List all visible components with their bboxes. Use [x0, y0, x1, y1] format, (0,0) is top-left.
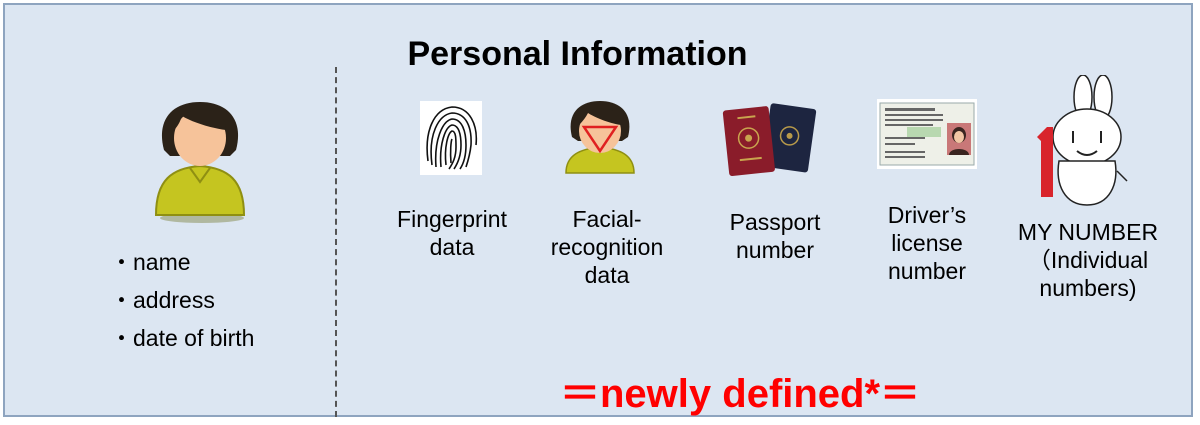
facial-recognition-label: Facial- recognition data	[550, 206, 664, 288]
list-item-date-of-birth: ・date of birth	[110, 325, 255, 351]
newly-defined-note: ＝newly defined*＝	[560, 372, 921, 416]
my-number-mascot-icon	[1037, 75, 1128, 206]
fingerprint-label: Fingerprint data	[397, 206, 507, 260]
fingerprint-icon	[420, 101, 482, 175]
person-icon	[154, 102, 246, 223]
drivers-license-icon	[877, 99, 977, 169]
face-recognition-icon	[565, 101, 635, 174]
list-item-name: ・name	[110, 249, 191, 275]
page-title: Personal Information	[407, 35, 748, 73]
info-panel: Personal Information ・name ・address ・dat…	[3, 3, 1193, 417]
my-number-label: MY NUMBER （Individual numbers)	[1017, 219, 1159, 301]
basic-info-list: ・name ・address ・date of birth	[110, 243, 254, 357]
dashed-divider	[335, 67, 337, 417]
list-item-address: ・address	[110, 287, 215, 313]
passport-label: Passport number	[729, 209, 821, 263]
passport-icon	[722, 103, 817, 177]
drivers-license-label: Driver’s license number	[887, 202, 967, 284]
